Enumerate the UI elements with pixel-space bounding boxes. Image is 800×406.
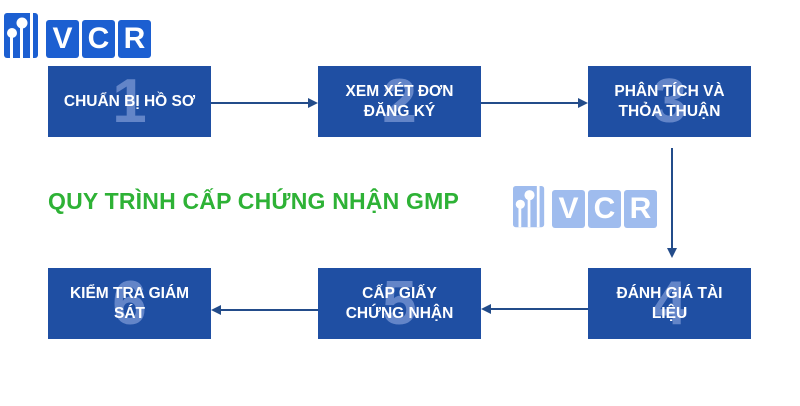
arrow-left-icon — [211, 305, 318, 315]
step-label: CHUẨN BỊ HỒ SƠ — [63, 92, 196, 110]
diagram-title: QUY TRÌNH CẤP CHỨNG NHẬN GMP — [48, 188, 460, 214]
step-5-box: 5 CẤP GIẤY CHỨNG NHẬN — [318, 268, 481, 339]
step-label: CẤP GIẤY CHỨNG NHẬN — [345, 284, 454, 322]
step-number: 5 — [382, 268, 417, 338]
arrow-left-icon — [481, 304, 588, 314]
vcr-logo-watermark: V C R — [513, 176, 657, 228]
step-2-box: 2 XEM XÉT ĐƠN ĐĂNG KÝ — [318, 66, 481, 137]
bar-chart-nodes-icon — [513, 176, 545, 228]
arrow-down-icon — [667, 148, 677, 258]
logo-letter-c: C — [82, 20, 115, 58]
arrow-right-icon — [211, 98, 318, 108]
step-number: 2 — [382, 66, 417, 136]
vcr-logo: V C R — [4, 3, 151, 58]
logo-letter-r: R — [118, 20, 151, 58]
step-1-box: 1 CHUẨN BỊ HỒ SƠ — [48, 66, 211, 137]
step-number: 3 — [652, 66, 687, 136]
step-6-box: 6 KIỂM TRA GIÁM SÁT — [48, 268, 211, 339]
step-number: 6 — [112, 268, 147, 338]
step-label: PHÂN TÍCH VÀ THỎA THUẬN — [614, 82, 725, 120]
logo-letter-v: V — [46, 20, 79, 58]
logo-letter-v: V — [552, 190, 585, 228]
step-number: 4 — [652, 268, 687, 338]
logo-letter-c: C — [588, 190, 621, 228]
step-number: 1 — [112, 66, 147, 136]
step-4-box: 4 ĐÁNH GIÁ TÀI LIỆU — [588, 268, 751, 339]
logo-letter-r: R — [624, 190, 657, 228]
step-label: XEM XÉT ĐƠN ĐĂNG KÝ — [345, 82, 454, 120]
step-3-box: 3 PHÂN TÍCH VÀ THỎA THUẬN — [588, 66, 751, 137]
step-label: KIỂM TRA GIÁM SÁT — [69, 284, 190, 322]
step-label: ĐÁNH GIÁ TÀI LIỆU — [616, 284, 723, 322]
arrow-right-icon — [481, 98, 588, 108]
bar-chart-nodes-icon — [4, 3, 39, 58]
